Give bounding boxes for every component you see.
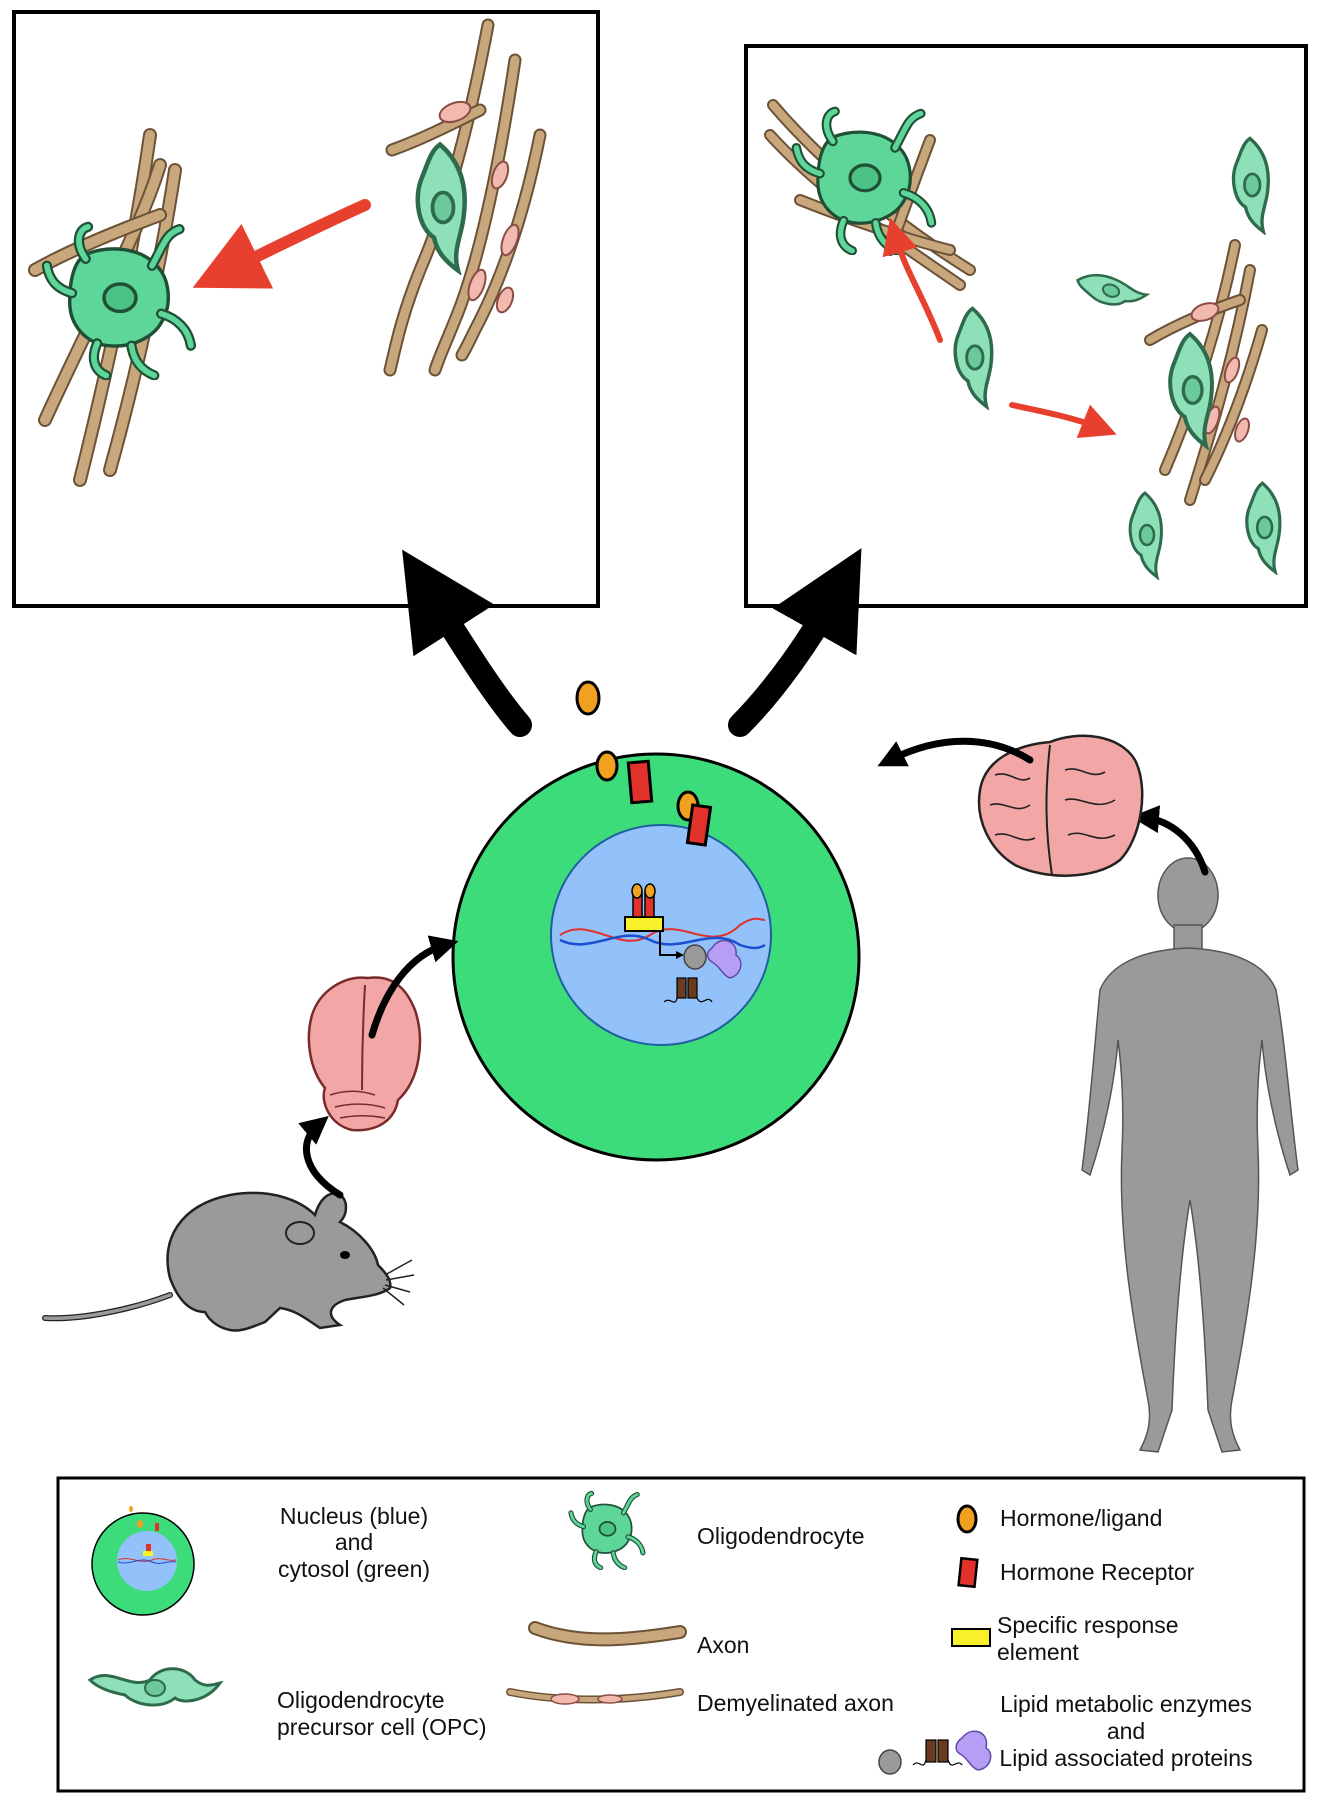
mouse-icon [42, 1191, 415, 1332]
legend-receptor-icon [957, 1556, 979, 1589]
lipid-enzyme-gray [683, 944, 707, 970]
legend-label-cytosol: cytosol (green) [278, 1556, 430, 1582]
legend-opc-icon [87, 1667, 224, 1707]
legend-label-lipid-1: Lipid metabolic enzymes [1000, 1691, 1252, 1717]
legend-label-response-2: element [997, 1639, 1079, 1665]
svg-text:Demyelinated axon: Demyelinated axon [697, 1690, 894, 1716]
svg-text:Lipid metabolic enzymes: Lipid metabolic enzymes [1000, 1691, 1252, 1717]
legend-lipid-transporter-icon [912, 1739, 963, 1766]
svg-text:Hormone/ligand: Hormone/ligand [1000, 1505, 1162, 1531]
svg-text:and: and [335, 1529, 373, 1555]
svg-text:Oligodendrocyte: Oligodendrocyte [277, 1687, 445, 1713]
red-arrow [1009, 402, 1117, 439]
demyelinated-patches [438, 100, 520, 314]
curved-arrow-mouse-to-brain [298, 1116, 344, 1199]
red-arrow [882, 217, 943, 343]
human-silhouette-icon [1081, 857, 1299, 1453]
legend-label-demyelinated-axon: Demyelinated axon [697, 1690, 894, 1716]
axon-bundle-demyelinated [383, 18, 547, 377]
legend-label-opc-1: Oligodendrocyte [277, 1687, 445, 1713]
legend-hormone-icon [956, 1504, 978, 1534]
legend-lipid-enzyme-icon [878, 1749, 902, 1775]
black-arrow-left [402, 549, 532, 737]
legend-response-element-icon [951, 1628, 991, 1647]
svg-text:Specific response: Specific response [997, 1612, 1179, 1638]
legend-cell-icon [91, 1506, 195, 1616]
legend-label-response-1: Specific response [997, 1612, 1179, 1638]
legend-label-axon: Axon [697, 1632, 749, 1658]
response-element [624, 916, 664, 932]
human-brain-icon [977, 734, 1144, 877]
legend-label-oligodendrocyte: Oligodendrocyte [697, 1523, 865, 1549]
curved-arrow-human-to-brain [1131, 805, 1209, 876]
panel-myelination [12, 10, 600, 608]
panel-opc-migration [744, 44, 1308, 608]
legend-label-opc-2: precursor cell (OPC) [277, 1714, 487, 1740]
svg-text:element: element [997, 1639, 1079, 1665]
dna-strand [559, 917, 766, 942]
legend-label-receptor: Hormone Receptor [1000, 1559, 1195, 1585]
legend: Nucleus (blue) and cytosol (green) Oligo… [56, 1476, 1306, 1793]
rodent-brain-icon [307, 976, 422, 1132]
svg-text:cytosol (green): cytosol (green) [278, 1556, 430, 1582]
hormone-ligand [575, 680, 601, 716]
svg-text:Oligodendrocyte: Oligodendrocyte [697, 1523, 865, 1549]
legend-label-and: and [335, 1529, 373, 1555]
legend-label-nucleus: Nucleus (blue) [280, 1503, 428, 1529]
cell-diagram [451, 680, 861, 1162]
hormone-receptor [685, 803, 713, 847]
svg-text:Hormone Receptor: Hormone Receptor [1000, 1559, 1195, 1585]
curved-arrow-brain-to-cell [368, 935, 459, 1039]
legend-label-lipid-2: and [1107, 1718, 1145, 1744]
legend-demyelinated-axon-icon [506, 1688, 684, 1705]
legend-lipid-protein-icon [955, 1730, 992, 1771]
curved-arrow-brain-to-cell [877, 737, 1034, 767]
dna-strand [559, 934, 766, 950]
lipid-protein-purple [706, 939, 742, 979]
svg-text:and: and [1107, 1718, 1145, 1744]
transcription-arrow [659, 931, 684, 959]
svg-text:precursor cell (OPC): precursor cell (OPC) [277, 1714, 487, 1740]
red-arrow [192, 199, 371, 289]
legend-label-lipid-3: Lipid associated proteins [999, 1745, 1252, 1771]
black-arrow-right [728, 548, 862, 737]
legend-label-hormone: Hormone/ligand [1000, 1505, 1162, 1531]
lipid-transporter-brown [663, 977, 713, 1003]
hormone-ligand [595, 750, 619, 782]
svg-text:Lipid associated proteins: Lipid associated proteins [999, 1745, 1252, 1771]
svg-text:Nucleus (blue): Nucleus (blue) [280, 1503, 428, 1529]
receptor-dimer [631, 883, 656, 918]
hormone-receptor [626, 759, 654, 805]
demyelinated-patches [1190, 302, 1250, 443]
legend-axon-icon [528, 1621, 687, 1647]
svg-text:Axon: Axon [697, 1632, 749, 1658]
